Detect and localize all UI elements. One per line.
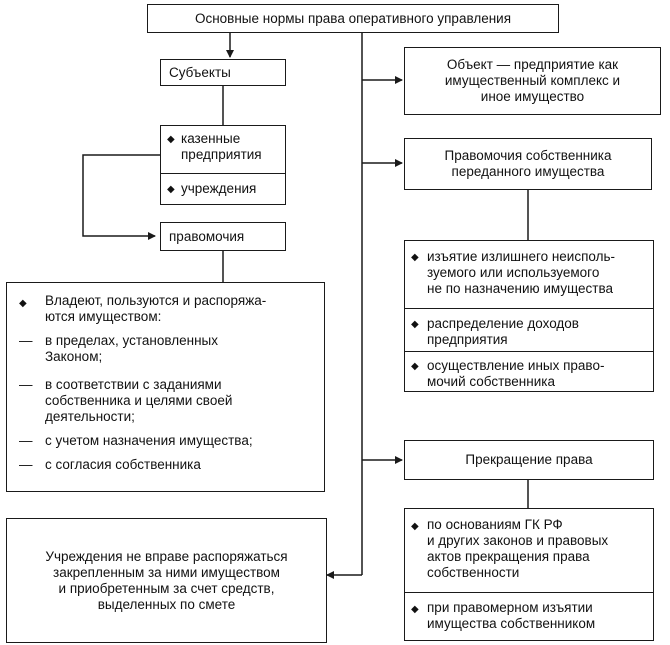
termination-box: Прекращение права: [404, 440, 654, 480]
termination-list: ◆ по основаниям ГК РФ и других законов и…: [404, 508, 654, 641]
powers-item-3: с учетом назначения имущества;: [45, 433, 253, 448]
dash-icon: —: [19, 457, 33, 472]
title-box: Основные нормы права оперативного управл…: [147, 4, 559, 33]
owner-powers-list: ◆ изъятие излишнего неисполь- зуемого ил…: [404, 240, 654, 392]
bullet-icon: ◆: [167, 184, 175, 195]
divider: [405, 592, 653, 593]
powers-item-2: в соответствии с заданиями собственника …: [45, 377, 233, 424]
subjects-item-institutions: учреждения: [181, 181, 257, 196]
institutions-note-box: Учреждения не вправе распоряжаться закре…: [6, 518, 327, 643]
subjects-list: ◆ казенные предприятия ◆ учреждения: [160, 125, 286, 205]
owner-powers-item-other: осуществление иных право- мочий собствен…: [427, 358, 605, 389]
bullet-icon: ◆: [411, 604, 419, 615]
dash-icon: —: [19, 377, 33, 392]
subjects-box: Субъекты: [160, 59, 286, 86]
subjects-label: Субъекты: [169, 64, 231, 80]
owner-powers-item-withdrawal: изъятие излишнего неисполь- зуемого или …: [427, 249, 616, 296]
owner-powers-label: Правомочия собственника переданного имущ…: [444, 148, 612, 179]
powers-lead-text: Владеют, пользуются и распоряжа- ются им…: [45, 293, 267, 324]
termination-item-seizure: при правомерном изъятии имущества собств…: [427, 600, 596, 631]
subjects-item-state-enterprises: казенные предприятия: [181, 131, 262, 162]
powers-item-4: с согласия собственника: [45, 457, 201, 472]
powers-description: ◆ Владеют, пользуются и распоряжа- ются …: [6, 282, 325, 492]
object-text: Объект — предприятие как имущественный к…: [444, 57, 621, 104]
owner-powers-item-income: распределение доходов предприятия: [427, 316, 579, 347]
powers-box: правомочия: [160, 222, 286, 251]
bullet-icon: ◆: [19, 298, 27, 309]
owner-powers-box: Правомочия собственника переданного имущ…: [404, 138, 652, 190]
dash-icon: —: [19, 333, 33, 348]
divider: [161, 173, 285, 174]
bullet-icon: ◆: [411, 252, 419, 263]
object-box: Объект — предприятие как имущественный к…: [404, 47, 661, 115]
termination-label: Прекращение права: [465, 452, 593, 467]
bullet-icon: ◆: [167, 134, 175, 145]
divider: [405, 351, 653, 352]
line-list-powers: [82, 154, 160, 240]
title-text: Основные нормы права оперативного управл…: [194, 10, 512, 26]
bullet-icon: ◆: [411, 521, 419, 532]
powers-item-1: в пределах, установленных Законом;: [45, 333, 218, 364]
powers-label: правомочия: [169, 228, 245, 244]
termination-item-grounds: по основаниям ГК РФ и других законов и п…: [427, 517, 609, 580]
divider: [405, 308, 653, 309]
bullet-icon: ◆: [411, 319, 419, 330]
bullet-icon: ◆: [411, 361, 419, 372]
institutions-note-text: Учреждения не вправе распоряжаться закре…: [45, 548, 288, 612]
dash-icon: —: [19, 433, 33, 448]
